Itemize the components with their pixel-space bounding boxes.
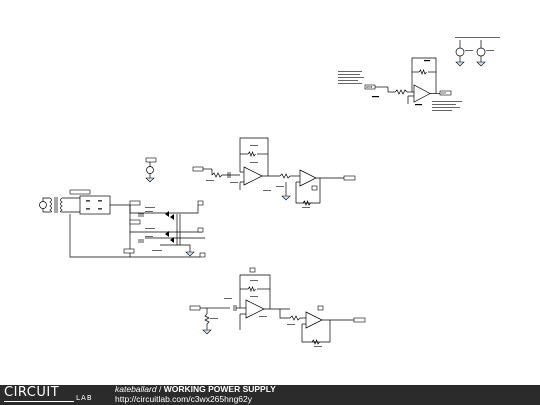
amplifier-bottom xyxy=(189,267,366,347)
circuitlab-logo[interactable]: CIRCUIT LAB xyxy=(4,385,104,404)
logo-underline xyxy=(4,401,74,402)
schematic-url[interactable]: http://circuitlab.com/c3wx265hng62y xyxy=(115,393,253,404)
schematic-credits: kateballard / WORKING POWER SUPPLY http:… xyxy=(115,384,276,404)
amplifier-middle xyxy=(192,137,356,208)
footer-bar: CIRCUIT LAB kateballard / WORKING POWER … xyxy=(0,384,540,405)
logo-word: CIRCUIT xyxy=(4,385,60,400)
author-link[interactable]: kateballard xyxy=(115,384,157,394)
amplifier-top-right: WIRE OUT xyxy=(338,57,462,111)
dc-sources-top-right xyxy=(455,37,500,67)
net-tag-out-top: OUT xyxy=(441,92,447,95)
net-tag-wire-top: WIRE xyxy=(366,86,373,89)
separator: / xyxy=(158,384,162,394)
power-supply-section xyxy=(39,157,206,258)
schematic-title: WORKING POWER SUPPLY xyxy=(163,384,276,394)
logo-sub: LAB xyxy=(76,394,93,402)
schematic-canvas: WIRE OUT xyxy=(39,37,500,347)
